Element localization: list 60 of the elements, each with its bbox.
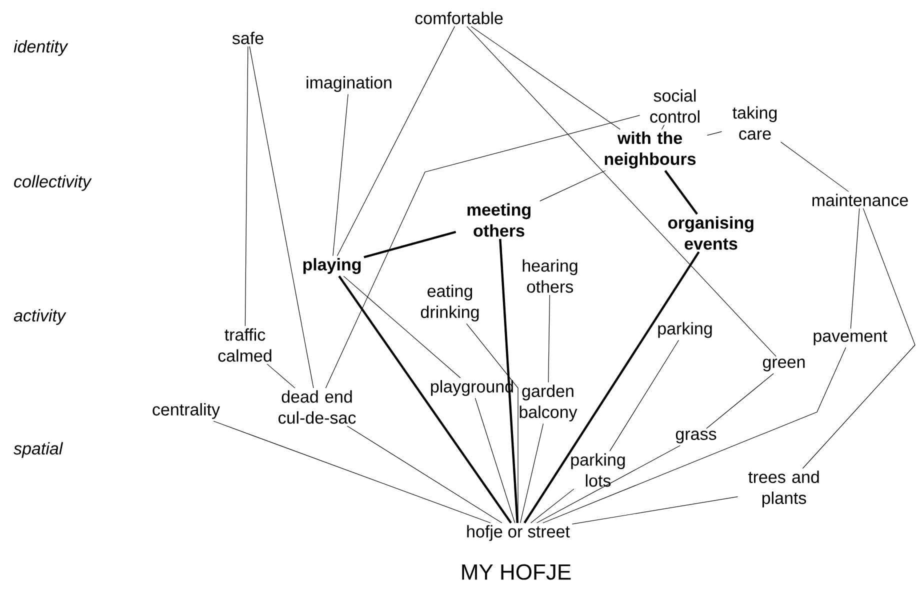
node-label: parking lots [571,453,625,487]
node-label: trees and plants [748,470,819,508]
connector-line [499,238,518,523]
connector-line [540,170,606,202]
level-label: spatial [14,442,64,458]
connector-line [661,124,665,130]
node-label: centrality [152,403,220,419]
node-label: safe [232,32,264,44]
connector-line [364,230,456,258]
node-label: grass [676,430,716,444]
level-label: identity [14,40,68,56]
diagram-title: MY HOFJE [462,564,571,580]
connector-line [530,488,574,524]
node-label: green [763,358,805,372]
node-label: with the neighbours [604,132,696,168]
connector-line [338,276,512,524]
node-label: eating drinking [420,284,479,322]
node-label: pavement [814,330,888,346]
connector-line [780,142,849,192]
node-label: comfortable [415,12,503,24]
connector-line [536,445,680,524]
connector-line [474,398,516,524]
connector-line [325,115,640,388]
connector-line [802,208,916,469]
connector-line [706,373,774,429]
connector-line [346,426,502,524]
node-label: hofje or street [467,525,570,541]
node-label: organising events [668,216,754,250]
connector-line [548,294,550,383]
node-label: maintenance [812,194,908,206]
node-label: garden balcony [520,384,578,422]
connector-line [470,26,620,130]
node-label: parking [658,322,712,338]
level-label: activity [14,309,66,325]
connector-line [336,26,455,256]
connector-line [266,364,296,388]
node-label: social control [650,89,700,123]
node-label: playing [303,258,361,274]
node-label: meeting others [468,203,530,237]
connector-line [213,420,491,524]
connector-line [466,26,776,357]
connector-line [572,496,738,524]
connector-line [850,208,860,329]
connector-line [520,423,544,524]
node-label: dead end cul-de-sac [278,390,356,424]
connector-line [609,340,680,452]
connector-line [343,276,461,378]
node-label: imagination [306,76,392,92]
connector-line [542,347,846,524]
level-label: collectivity [14,175,92,191]
connector-line [332,94,348,256]
connector-line [466,323,518,524]
connector-line [249,46,314,388]
node-label: hearing others [522,259,578,293]
connector-line [524,251,700,524]
connector-line [706,131,722,136]
connector-line [244,46,248,326]
node-label: taking care [732,106,777,140]
connector-line [664,170,698,215]
node-label: traffic calmed [218,328,272,362]
